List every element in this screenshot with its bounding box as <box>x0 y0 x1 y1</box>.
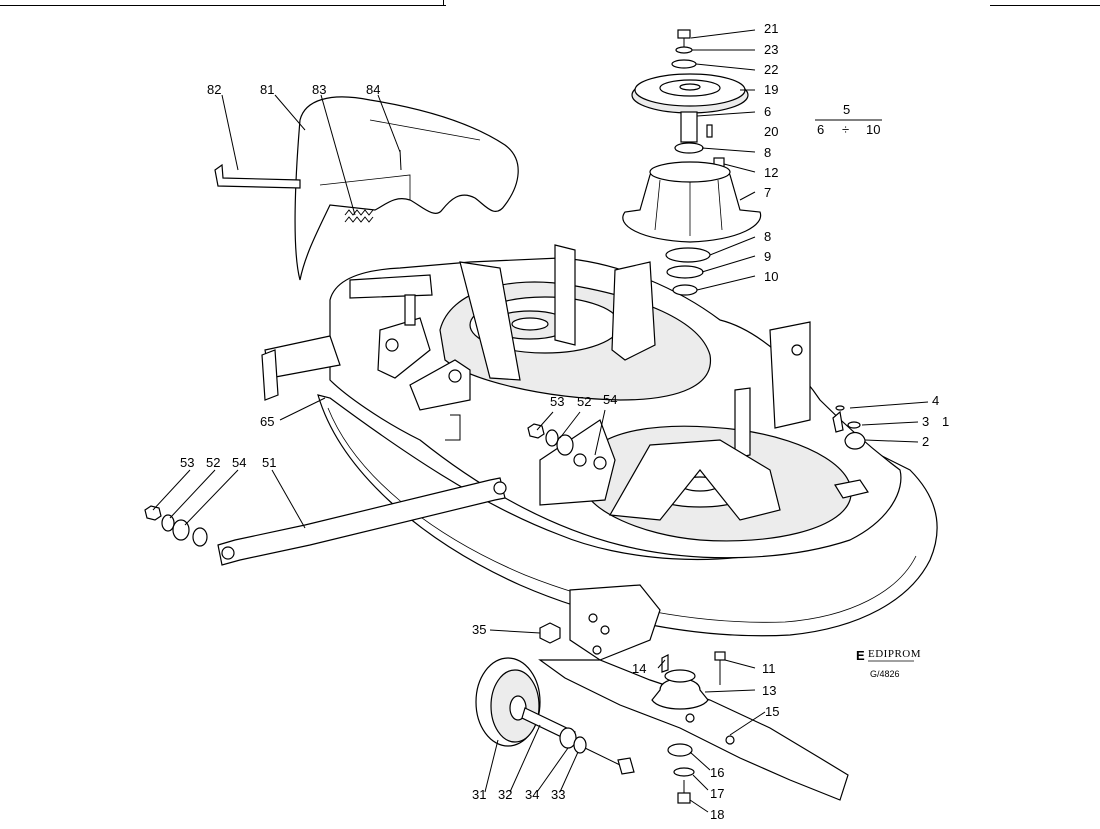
callout-54-mid: 54 <box>603 392 617 407</box>
legend-right: 10 <box>866 122 880 137</box>
callout-52-mid: 52 <box>577 394 591 409</box>
top-rule-left <box>0 0 446 6</box>
callout-13: 13 <box>762 683 776 698</box>
callout-4: 4 <box>932 393 939 408</box>
callout-31: 31 <box>472 787 486 802</box>
callout-6: 6 <box>764 104 771 119</box>
callout-8-upper: 8 <box>764 145 771 160</box>
callout-8-lower: 8 <box>764 229 771 244</box>
link-rod <box>144 423 574 566</box>
callout-15: 15 <box>765 704 779 719</box>
blade-assembly <box>538 651 849 804</box>
callout-33: 33 <box>551 787 565 802</box>
callout-14: 14 <box>632 661 646 676</box>
callout-35: 35 <box>472 622 486 637</box>
callout-81: 81 <box>260 82 274 97</box>
callout-3: 3 <box>922 414 929 429</box>
callout-22: 22 <box>764 62 778 77</box>
spindle-assembly <box>622 29 762 296</box>
callout-7: 7 <box>764 185 771 200</box>
height-adjust-parts <box>832 405 866 450</box>
callout-11: 11 <box>762 661 776 676</box>
callout-17: 17 <box>710 786 724 801</box>
callout-23: 23 <box>764 42 778 57</box>
callout-21: 21 <box>764 21 778 36</box>
callout-12: 12 <box>764 165 778 180</box>
callout-19: 19 <box>764 82 778 97</box>
brand-name: EDIPROM <box>868 648 921 660</box>
callouts: 21 23 22 19 6 20 8 12 7 8 9 10 82 81 83 … <box>180 21 949 822</box>
legend: 5 6 ÷ 10 <box>817 102 880 137</box>
callout-9: 9 <box>764 249 771 264</box>
callout-16: 16 <box>710 765 724 780</box>
brand-logo: E EDIPROM G/4826 <box>856 648 921 679</box>
callout-1: 1 <box>942 414 949 429</box>
top-border <box>0 0 1100 8</box>
callout-84: 84 <box>366 82 380 97</box>
top-rule-right <box>990 0 1100 6</box>
wheel-assembly <box>475 584 661 775</box>
legend-left: 6 <box>817 122 824 137</box>
belt-guard <box>214 96 519 281</box>
legend-top: 5 <box>843 102 850 117</box>
mower-deck <box>261 244 938 637</box>
leader-lines <box>152 29 929 813</box>
callout-83: 83 <box>312 82 326 97</box>
callout-52-left: 52 <box>206 455 220 470</box>
callout-10: 10 <box>764 269 778 284</box>
callout-51: 51 <box>262 455 276 470</box>
callout-20: 20 <box>764 124 778 139</box>
callout-34: 34 <box>525 787 539 802</box>
callout-65: 65 <box>260 414 274 429</box>
legend-sep: ÷ <box>842 122 849 137</box>
brand-mark: E <box>856 648 865 663</box>
callout-53-left: 53 <box>180 455 194 470</box>
drawing-code: G/4826 <box>870 669 900 679</box>
callout-54-left: 54 <box>232 455 246 470</box>
callout-32: 32 <box>498 787 512 802</box>
callout-2: 2 <box>922 434 929 449</box>
callout-53-mid: 53 <box>550 394 564 409</box>
top-rule-left-edge <box>443 0 447 5</box>
callout-18: 18 <box>710 807 724 822</box>
callout-82: 82 <box>207 82 221 97</box>
